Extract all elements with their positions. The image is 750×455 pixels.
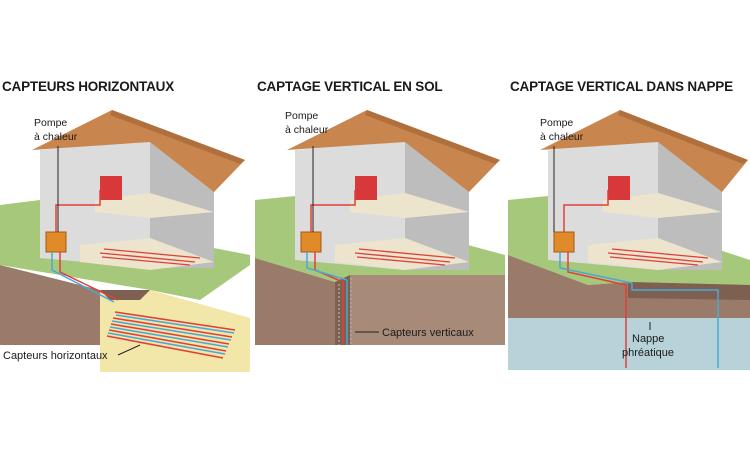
nappe-label-line2: phréatique — [622, 347, 674, 359]
vertical-aquifer-illustration: Pompe à chaleur Nappe phréatique — [508, 110, 750, 370]
panel-title: CAPTEURS HORIZONTAUX — [2, 79, 175, 94]
panel-vertical-ground: CAPTAGE VERTICAL EN SOL Pompe à chaleur … — [255, 0, 505, 455]
pipe-cold — [51, 252, 115, 303]
pipe-cold — [306, 252, 348, 281]
floor-heating-coils — [354, 248, 456, 266]
radiator — [608, 176, 630, 200]
well-cold — [631, 283, 719, 368]
pump-label-line2: à chaleur — [285, 124, 329, 136]
panel-title: CAPTAGE VERTICAL EN SOL — [257, 79, 443, 94]
soil-cut — [628, 282, 750, 300]
soil-block-left — [255, 258, 335, 345]
vertical-ground-illustration: Pompe à chaleur Capteurs verticaux — [255, 110, 505, 345]
vertical-probes — [338, 278, 352, 345]
roof — [32, 110, 245, 192]
floor-heating-coils — [99, 248, 201, 266]
heat-pump — [300, 231, 322, 253]
nappe-label-line1: Nappe — [632, 333, 664, 345]
pump-label-line1: Pompe — [34, 117, 67, 129]
soil-block — [0, 265, 100, 345]
collector-leader-line — [117, 344, 141, 356]
interior-floor-upper — [603, 193, 722, 218]
roof-edge — [618, 110, 748, 164]
panel-vertical-aquifer: CAPTAGE VERTICAL DANS NAPPE Pompe à chal… — [508, 0, 750, 455]
interior-floor-upper — [95, 193, 214, 218]
radiator — [100, 176, 122, 200]
collector-label: Capteurs horizontaux — [3, 350, 108, 362]
interior-floor-lower — [335, 238, 469, 270]
roof-edge — [110, 110, 245, 164]
heat-pump — [553, 231, 575, 253]
pump-label-line2: à chaleur — [540, 131, 584, 143]
floor-heating-coils — [607, 248, 709, 266]
panel-horizontal-collectors: CAPTEURS HORIZONTAUX Pompe à chaleu — [0, 0, 250, 455]
interior-floor-upper — [350, 193, 469, 218]
pump-label-line2: à chaleur — [34, 131, 78, 143]
horizontal-collector-coils — [106, 311, 236, 359]
pipe-hot — [55, 190, 119, 301]
radiator — [355, 176, 377, 200]
collector-label: Capteurs verticaux — [382, 327, 474, 339]
roof — [540, 110, 748, 192]
interior-floor-lower — [80, 238, 214, 270]
panel-title: CAPTAGE VERTICAL DANS NAPPE — [510, 79, 733, 94]
interior-floor-lower — [588, 238, 722, 270]
roof-edge — [365, 110, 500, 164]
pump-label-line1: Pompe — [540, 117, 573, 129]
horizontal-collectors-illustration: Pompe à chaleur Capteurs horizontaux — [0, 110, 250, 372]
pump-label-line1: Pompe — [285, 110, 318, 122]
pipe-hot — [563, 190, 627, 286]
roof — [287, 110, 500, 192]
soil-block-right — [350, 275, 505, 345]
heat-pump — [45, 231, 67, 253]
pipe-cold — [559, 252, 633, 284]
water-table — [508, 318, 750, 370]
